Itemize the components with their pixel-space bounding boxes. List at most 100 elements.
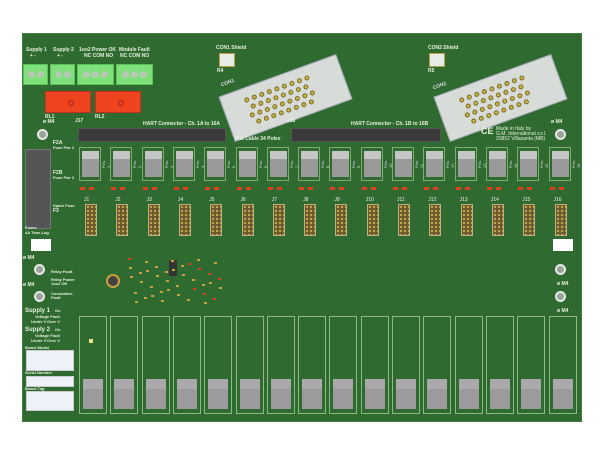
channel-connector[interactable] xyxy=(210,204,223,236)
channel-13: Pos. 13 J13 xyxy=(453,144,487,244)
smd-component xyxy=(202,284,205,286)
relay-label: RL2 xyxy=(95,114,105,120)
connector-pin xyxy=(515,101,523,108)
smd-component xyxy=(219,287,222,289)
resistor xyxy=(527,187,533,190)
channel-connector[interactable] xyxy=(554,204,567,236)
hart-connector-b[interactable] xyxy=(291,128,441,142)
smd-component xyxy=(187,299,190,301)
channel-16: Pos. 16 J16 xyxy=(547,144,581,244)
connector-label: J3 xyxy=(146,197,152,203)
serial-number-field[interactable] xyxy=(26,376,74,387)
module-slot[interactable] xyxy=(235,316,264,414)
connector-pin xyxy=(495,91,502,99)
white-pad xyxy=(553,239,573,251)
supply2-on: On xyxy=(55,327,61,332)
connector-label: J13 xyxy=(459,197,468,203)
connector-pin xyxy=(502,89,510,96)
resistor xyxy=(424,187,430,190)
smd-component xyxy=(213,298,216,300)
cumulative-fault-label: Cumulative Fault xyxy=(51,291,73,301)
module-slot[interactable] xyxy=(517,316,546,414)
channel-connector[interactable] xyxy=(491,204,504,236)
ic-chip xyxy=(169,260,177,276)
maker-line2: G.M. International s.r.l. xyxy=(496,131,547,137)
channel-connector[interactable] xyxy=(429,204,442,236)
connector-label: J11 xyxy=(397,197,405,203)
mount-label: ø M4 xyxy=(551,119,563,125)
connector-pin xyxy=(493,109,500,117)
connector-pin xyxy=(508,104,515,111)
connector-pin xyxy=(258,91,266,98)
channel-relay xyxy=(235,147,258,181)
channel-10: Pos. 10 J10 xyxy=(359,144,393,244)
module-slot[interactable] xyxy=(298,316,327,414)
f2b-sub: Fuse Pwr 2 xyxy=(53,175,75,180)
module-slot[interactable] xyxy=(172,316,201,414)
channel-connector[interactable] xyxy=(523,204,536,236)
connector-pin xyxy=(281,82,288,90)
smd-component xyxy=(161,300,164,302)
supply2-fault: Voltage Fault xyxy=(35,333,60,338)
channel-relay xyxy=(360,147,383,181)
relay-rl2 xyxy=(95,91,141,113)
channel-1: Pos. 1 J1 xyxy=(77,144,111,244)
module-slot[interactable] xyxy=(485,316,514,414)
channel-connector[interactable] xyxy=(304,204,317,236)
supply2-over: Over V xyxy=(47,338,60,343)
channel-connector[interactable] xyxy=(85,204,97,236)
module-slot[interactable] xyxy=(392,316,420,414)
smd-component xyxy=(209,282,212,284)
mounting-hole xyxy=(555,291,566,302)
connector-pin xyxy=(309,89,316,97)
channel-connector[interactable] xyxy=(460,204,473,236)
channel-connector[interactable] xyxy=(272,204,285,236)
module-slot[interactable] xyxy=(204,316,233,414)
resistor xyxy=(182,187,188,190)
connector-pin xyxy=(308,98,315,106)
relay-fault-label: Relay Fault xyxy=(51,269,73,274)
board-model-field[interactable] xyxy=(26,350,74,371)
channel-connector[interactable] xyxy=(335,204,348,236)
smd-component xyxy=(160,291,163,293)
channel-connector[interactable] xyxy=(241,204,254,236)
connector-pin xyxy=(263,115,270,122)
channel-connector[interactable] xyxy=(366,204,379,236)
module-slot[interactable] xyxy=(141,316,170,414)
con1-shield-label: CON1 Shield xyxy=(216,45,247,51)
mount-label: ø M4 xyxy=(23,255,35,261)
module-slot[interactable] xyxy=(329,316,358,414)
resistor xyxy=(205,187,211,190)
connector-pin xyxy=(458,96,466,104)
channel-connector[interactable] xyxy=(116,204,129,236)
smd-component xyxy=(150,286,153,288)
terminal-block-module-fault xyxy=(116,64,153,85)
smd-component xyxy=(214,262,217,264)
connector-pin xyxy=(524,89,531,97)
module-slot[interactable] xyxy=(266,316,295,414)
connector-pin xyxy=(464,111,471,119)
module-slot[interactable] xyxy=(423,316,452,414)
connector-pin xyxy=(523,98,530,106)
board-tag-field[interactable] xyxy=(26,391,74,411)
relay-label: RL1 xyxy=(45,114,55,120)
module-slot[interactable] xyxy=(79,316,107,414)
module-slot[interactable] xyxy=(454,316,483,414)
module-slot[interactable] xyxy=(110,316,139,414)
module-slot[interactable] xyxy=(548,316,577,414)
circuitry-area xyxy=(88,254,228,309)
channel-connector[interactable] xyxy=(147,204,160,236)
channel-connector[interactable] xyxy=(398,204,410,236)
connector-pin xyxy=(257,100,265,107)
connector-pin xyxy=(480,97,487,104)
smd-component xyxy=(155,266,158,268)
hart-connector-a[interactable] xyxy=(78,128,226,142)
pcb-board: Supply 1 + - Supply 2 + - 1oo2 Power OK … xyxy=(22,33,582,422)
con1-label: CON1 xyxy=(220,77,236,89)
connector-pin xyxy=(266,88,273,95)
resistor xyxy=(518,187,524,190)
maker-line1: Made in Italy by xyxy=(496,126,532,132)
channel-connector[interactable] xyxy=(178,204,191,236)
module-slot[interactable] xyxy=(360,316,389,414)
connector-pin xyxy=(494,100,501,108)
